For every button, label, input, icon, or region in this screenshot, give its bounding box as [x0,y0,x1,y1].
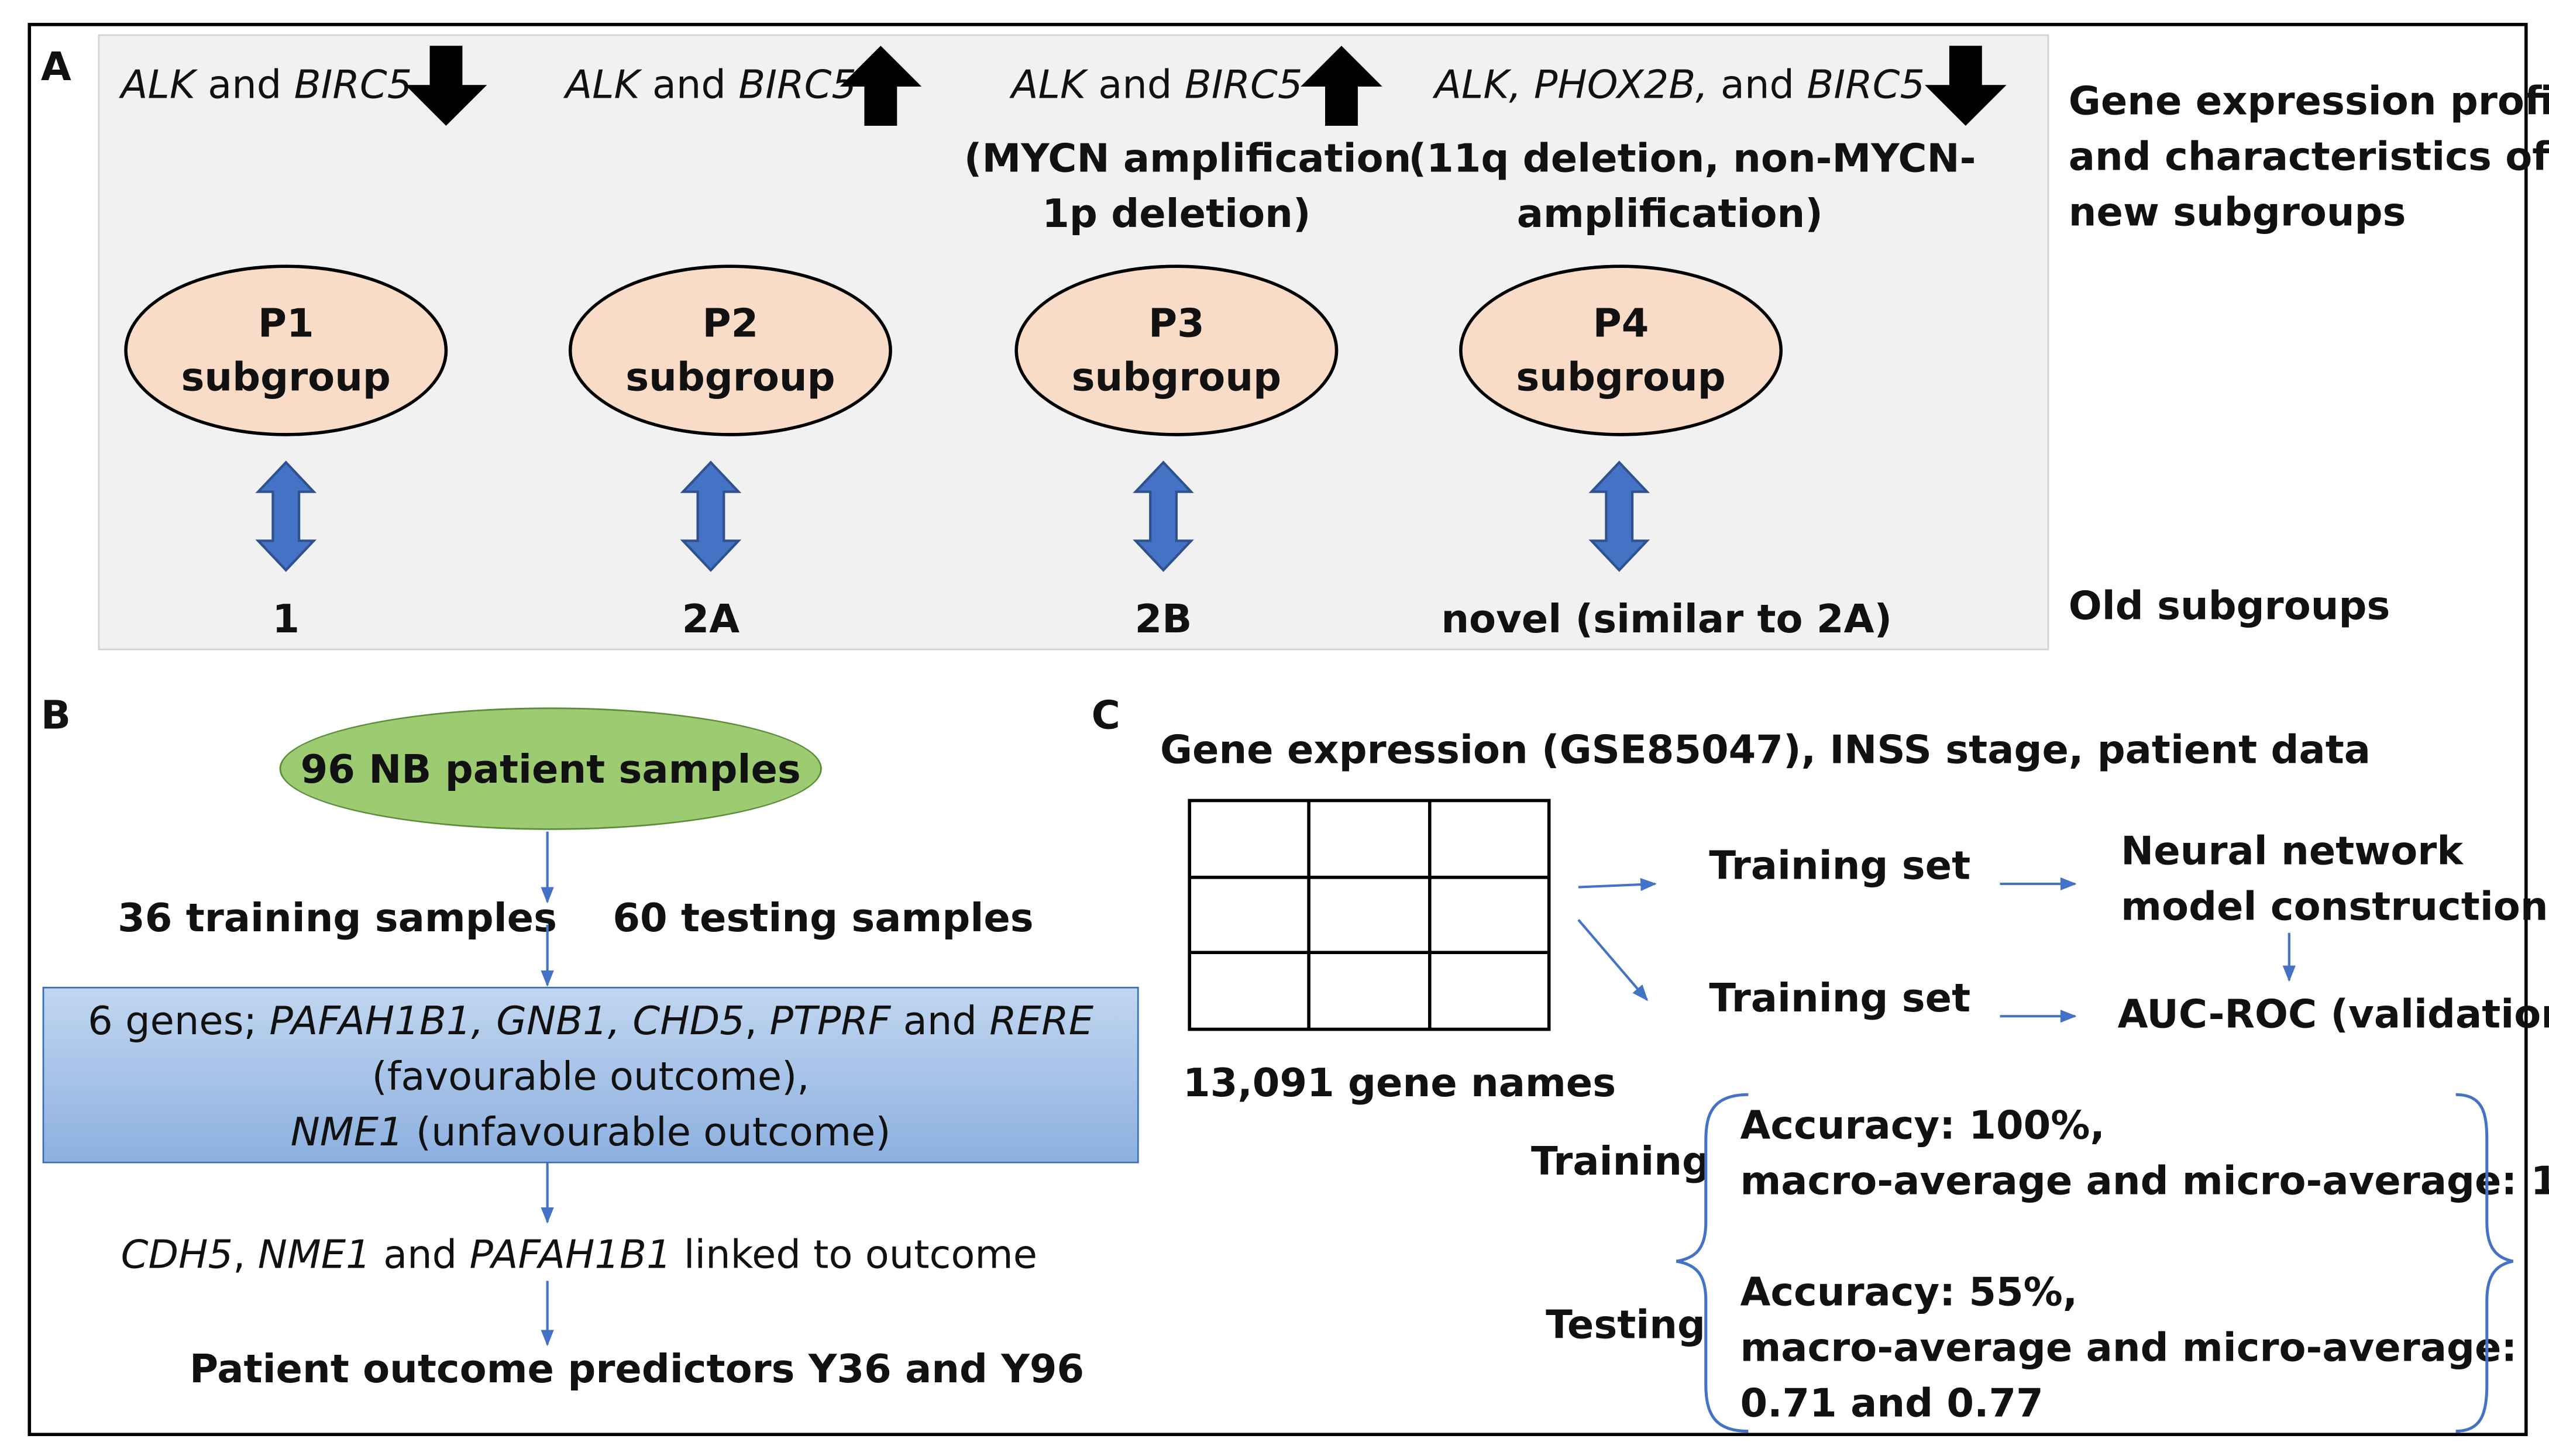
side-label-line-2: and characteristics of [2068,134,2549,180]
subgroup-p3-node: P3 subgroup [1014,264,1339,436]
gene-names-caption: 13,091 gene names [1183,1060,1616,1106]
linked-genes-text: CDH5, NME1 and PAFAH1B1 linked to outcom… [121,1231,1037,1278]
subgroup-p4-label: subgroup [1516,353,1726,400]
testing-averages-values: 0.71 and 0.77 [1740,1381,2044,1427]
data-sources-title: Gene expression (GSE85047), INSS stage, … [1160,727,2371,773]
subgroup-p1-name: P1 [257,301,314,347]
testing-accuracy: Accuracy: 55%, [1740,1269,2078,1316]
arrow-up-icon-p3 [1301,46,1382,126]
data-matrix-icon [1188,798,1551,1031]
gene-label-p1: ALK and BIRC5 [121,62,412,108]
left-brace [1676,1093,1749,1433]
side-label-new-subgroups: Gene expression profile and characterist… [2069,74,2549,240]
arrow-down-icon-p1 [405,46,487,126]
outcome-predictors-text: Patient outcome predictors Y36 and Y96 [189,1346,1085,1392]
old-subgroup-p2: 2A [682,596,740,642]
patient-samples-text: 96 NB patient samples [300,745,801,792]
p3-note-line-1: (MYCN amplification [964,135,1412,182]
old-subgroup-p1: 1 [272,596,300,642]
double-arrow-icon-p4 [1588,460,1650,572]
double-arrow-icon-p2 [680,460,742,572]
subgroup-p3-name: P3 [1148,301,1205,347]
p4-note-line-2: amplification) [1516,191,1823,237]
subgroup-p2-name: P2 [702,301,759,347]
auc-roc-validation: AUC-ROC (validation) [2117,992,2549,1038]
subgroup-p2-label: subgroup [625,353,835,400]
neural-network-model: Neural network model construction [2121,824,2548,935]
p3-note-line-2: 1p deletion) [1042,191,1311,237]
training-samples-label: 36 training samples [118,895,558,941]
p4-characteristics: (11q deletion, non-MYCN- amplification) [1408,130,1976,242]
arrow-down-icon-p4 [1925,46,2007,126]
flow-arrow-data-to-training [1578,877,1657,892]
panel-a-label: A [40,44,71,90]
gene-signature-box: 6 genes; PAFAH1B1, GNB1, CHD5, PTPRF and… [42,986,1139,1164]
gene-signature-line-2: (favourable outcome), [371,1054,810,1100]
p4-note-line-1: (11q deletion, non-MYCN- [1408,135,1976,182]
figure-border [27,23,2528,1436]
double-arrow-icon-p3 [1133,460,1194,572]
right-brace [2455,1093,2514,1433]
p3-characteristics: (MYCN amplification 1p deletion) [964,130,1412,242]
training-results-text: Accuracy: 100%, macro-average and micro-… [1740,1098,2549,1209]
gene-label-p4: ALK, PHOX2B, and BIRC5 [1435,62,1925,108]
side-label-old-subgroups: Old subgroups [2068,583,2390,629]
panel-c-label: C [1091,693,1120,739]
training-accuracy: Accuracy: 100%, [1740,1103,2105,1149]
subgroup-p3-label: subgroup [1071,353,1282,400]
training-results-label: Training [1530,1138,1710,1185]
gene-signature-line-3: NME1 (unfavourable outcome) [290,1109,891,1155]
subgroup-p4-name: P4 [1592,301,1649,347]
testing-results-text: Accuracy: 55%, macro-average and micro-a… [1740,1265,2517,1431]
old-subgroup-p3: 2B [1134,596,1192,642]
side-label-line-1: Gene expression profile [2068,78,2549,125]
training-set-top: Training set [1709,843,1971,889]
arrow-up-icon-p2 [840,46,922,126]
subgroup-p1-node: P1 subgroup [124,264,448,436]
model-line-2: model construction [2121,883,2548,930]
gene-label-p2: ALK and BIRC5 [565,62,857,108]
training-set-bottom: Training set [1709,975,1971,1021]
testing-averages-label: macro-average and micro-average: [1740,1325,2517,1371]
testing-results-label: Testing [1546,1302,1706,1348]
gene-label-p3: ALK and BIRC5 [1011,62,1303,108]
subgroup-p4-node: P4 subgroup [1459,264,1783,436]
subgroup-p2-node: P2 subgroup [568,264,892,436]
double-arrow-icon-p1 [255,460,317,572]
model-line-1: Neural network [2121,828,2463,875]
subgroup-p1-label: subgroup [181,353,391,400]
panel-b-label: B [40,693,71,739]
gene-signature-line-1: 6 genes; PAFAH1B1, GNB1, CHD5, PTPRF and… [88,998,1094,1044]
training-averages: macro-average and micro-average: 1 [1740,1158,2549,1204]
side-label-line-3: new subgroups [2068,189,2406,236]
testing-samples-label: 60 testing samples [613,895,1034,941]
patient-samples-node: 96 NB patient samples [279,707,822,830]
old-subgroup-p4: novel (similar to 2A) [1441,596,1893,642]
flow-arrow-data-to-testing [1577,919,1649,1001]
